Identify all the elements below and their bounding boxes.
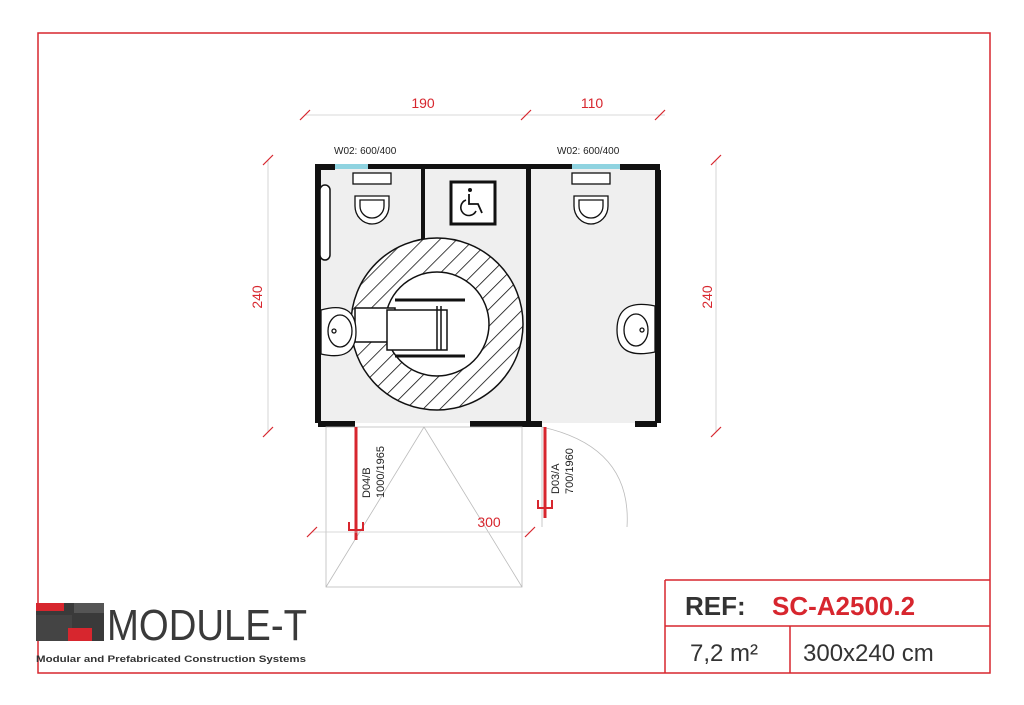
window-right bbox=[572, 164, 620, 169]
walls bbox=[315, 164, 661, 427]
door-d04-size: 1000/1965 bbox=[375, 446, 387, 498]
dim-left: 240 bbox=[249, 285, 265, 309]
toilet-icon bbox=[352, 172, 392, 225]
ref-label: REF: bbox=[685, 591, 746, 621]
door-marker-d04 bbox=[348, 427, 364, 540]
toilet-icon bbox=[571, 172, 611, 225]
wheelchair-turning-circle bbox=[350, 237, 524, 411]
window-left-label: W02: 600/400 bbox=[334, 146, 397, 157]
logo-name: MODULE-T bbox=[107, 601, 307, 650]
dim-top-left: 190 bbox=[411, 95, 435, 111]
wheelchair-accessibility-icon bbox=[449, 180, 497, 226]
logo-tagline: Modular and Prefabricated Construction S… bbox=[36, 654, 306, 665]
dim-right: 240 bbox=[699, 285, 715, 309]
window-right-label: W02: 600/400 bbox=[557, 146, 620, 157]
dimension-ticks bbox=[262, 109, 722, 538]
door-marker-d03 bbox=[537, 427, 553, 518]
door-d03-size: 700/1960 bbox=[564, 448, 576, 494]
dim-top-right: 110 bbox=[581, 95, 604, 111]
module-t-logo: MODULE-T Modular and Prefabricated Const… bbox=[36, 601, 307, 665]
ref-value: SC-A2500.2 bbox=[772, 591, 915, 621]
grab-bar bbox=[319, 184, 331, 261]
size-value: 300x240 cm bbox=[803, 640, 934, 667]
sink-icon bbox=[320, 306, 357, 357]
door-d03-code: D03/A bbox=[550, 463, 562, 494]
window-left bbox=[335, 164, 368, 169]
door-d04-code: D04/B bbox=[361, 467, 373, 498]
dim-bottom: 300 bbox=[477, 514, 501, 530]
title-block bbox=[664, 579, 990, 673]
door-swing-lines bbox=[325, 426, 628, 588]
sink-icon bbox=[616, 303, 656, 355]
area-value: 7,2 m² bbox=[690, 640, 758, 667]
dimension-lines bbox=[267, 114, 717, 533]
drawing-frame bbox=[37, 32, 991, 674]
